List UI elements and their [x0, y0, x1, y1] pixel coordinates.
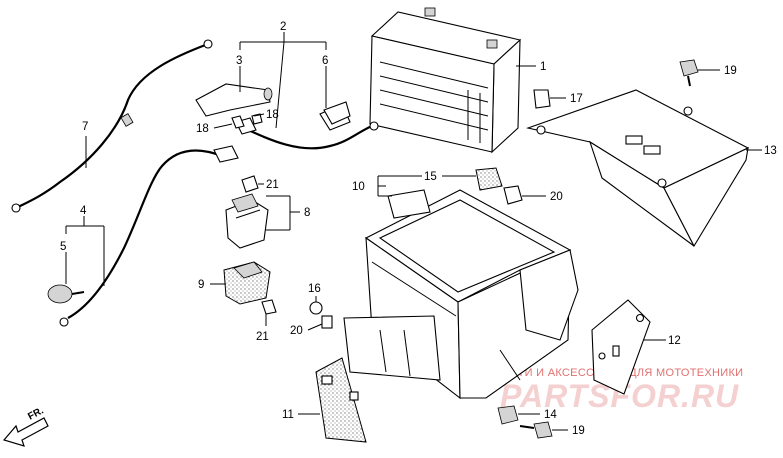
pad — [475, 167, 503, 191]
callout-1: 1 — [540, 61, 546, 73]
battery — [369, 7, 522, 154]
callout-6: 6 — [322, 55, 328, 67]
battery-holder-plate — [526, 89, 750, 248]
callout-18-b: 18 — [266, 109, 279, 121]
front-direction-indicator: FR. — [2, 405, 49, 447]
pad-clip — [321, 375, 333, 385]
bolt-19-a — [679, 59, 699, 87]
cable-end — [213, 145, 239, 163]
terminal-boot — [195, 83, 273, 117]
bolt-18-a — [231, 115, 245, 129]
hardware — [231, 59, 699, 439]
clip-nut-14 — [497, 405, 519, 425]
nut-16 — [309, 301, 323, 315]
callout-14: 14 — [544, 409, 557, 421]
side-cover-plate — [591, 299, 651, 395]
callout-8: 8 — [304, 207, 310, 219]
collar-20-b — [503, 185, 523, 205]
callout-labels: 1 2 3 4 5 6 7 8 9 10 11 12 13 14 15 16 1… — [60, 21, 777, 437]
callout-10: 10 — [352, 181, 365, 193]
callout-15: 15 — [424, 171, 437, 183]
callout-4: 4 — [80, 205, 87, 217]
bolt — [47, 284, 85, 304]
clip-21-b — [261, 299, 277, 315]
callout-16: 16 — [308, 283, 321, 295]
battery-case — [343, 189, 579, 400]
front-arrow-icon — [2, 417, 49, 447]
callout-3: 3 — [236, 55, 242, 67]
terminal-6 — [323, 101, 351, 125]
callout-21-b: 21 — [256, 331, 269, 343]
bolt-19-b — [519, 421, 553, 439]
callout-21-a: 21 — [266, 179, 279, 191]
cable-ring — [369, 121, 379, 131]
callout-20-a: 20 — [290, 325, 303, 337]
callout-13: 13 — [764, 145, 777, 157]
starter-relay — [225, 193, 269, 249]
callout-17: 17 — [570, 93, 583, 105]
callout-11: 11 — [282, 409, 294, 421]
clip-21-a — [241, 175, 259, 193]
pad-clip — [349, 391, 359, 401]
positive-cable — [243, 124, 373, 150]
grommet-17 — [533, 89, 551, 109]
callout-20-b: 20 — [550, 191, 563, 203]
leader-lines — [65, 32, 762, 431]
callout-5: 5 — [60, 241, 66, 253]
callout-7: 7 — [82, 121, 88, 133]
relay-cover — [223, 261, 271, 305]
callout-2: 2 — [280, 21, 286, 33]
callout-18-a: 18 — [196, 123, 209, 135]
callout-19-a: 19 — [724, 65, 737, 77]
ground-cable — [15, 42, 209, 209]
callout-19-b: 19 — [572, 425, 585, 437]
starter-cable — [67, 149, 223, 319]
callout-9: 9 — [198, 279, 204, 291]
collar-20-a — [321, 315, 333, 329]
bolt-18-b — [251, 113, 263, 125]
callout-12: 12 — [668, 335, 681, 347]
